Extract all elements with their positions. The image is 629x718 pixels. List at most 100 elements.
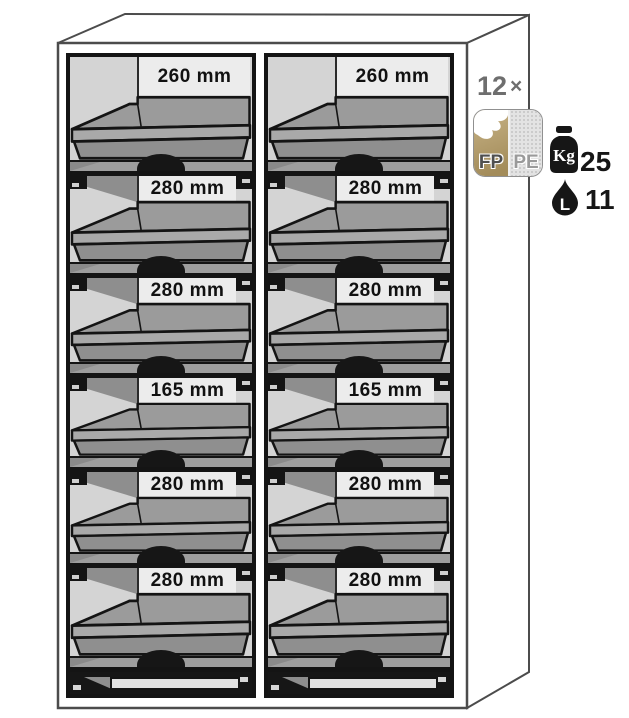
compartment-header: 260 mm bbox=[70, 57, 252, 97]
shelf-divider bbox=[70, 467, 252, 472]
pullout-tray-icon bbox=[268, 95, 450, 160]
tray-height-label: 280 mm bbox=[348, 474, 423, 495]
height-label-panel: 280 mm bbox=[137, 568, 236, 594]
shelf-underside bbox=[87, 278, 137, 304]
pullout-tray-icon bbox=[268, 402, 450, 456]
shelf-underside bbox=[285, 176, 335, 202]
shelf-underside bbox=[87, 176, 137, 202]
height-label-panel: 165 mm bbox=[335, 378, 434, 404]
shelf-bracket-left-icon bbox=[70, 378, 87, 391]
compartment-header: 280 mm bbox=[70, 176, 252, 202]
shelf-bracket-right-icon bbox=[235, 472, 252, 485]
pullout-tray-icon bbox=[70, 200, 252, 262]
shelf-divider bbox=[70, 563, 252, 568]
material-pe-half: PE bbox=[508, 110, 542, 176]
tray-height-label: 165 mm bbox=[348, 380, 423, 401]
shelf-underside bbox=[285, 472, 335, 498]
bracket-mark-right-icon bbox=[239, 677, 248, 682]
height-label-panel: 280 mm bbox=[335, 278, 434, 304]
material-fp-half: FP bbox=[474, 110, 509, 176]
shelf-divider bbox=[268, 667, 450, 672]
pullout-tray-graphic bbox=[70, 95, 252, 160]
shelf-bracket-right-icon bbox=[235, 378, 252, 391]
compartment-header: 280 mm bbox=[268, 176, 450, 202]
tray-height-label: 280 mm bbox=[348, 178, 423, 199]
bottom-plinth bbox=[268, 672, 450, 694]
shelf-bracket-right-icon bbox=[235, 568, 252, 581]
pullout-tray-graphic bbox=[70, 200, 252, 262]
tray-count-number: 12 bbox=[477, 71, 508, 101]
pullout-tray-icon bbox=[268, 592, 450, 656]
shelf-bracket-left-icon bbox=[70, 176, 87, 189]
shelf-bracket-left-icon bbox=[268, 568, 285, 581]
pullout-tray-icon bbox=[268, 496, 450, 552]
pullout-tray-graphic bbox=[268, 402, 450, 456]
shelf-bracket-right-icon bbox=[235, 176, 252, 189]
pullout-tray-icon bbox=[70, 496, 252, 552]
paint-splash-icon bbox=[474, 110, 509, 139]
pullout-tray-icon bbox=[70, 592, 252, 656]
pullout-tray-icon bbox=[70, 402, 252, 456]
material-pe-label: PE bbox=[513, 152, 539, 173]
tray-height-label: 280 mm bbox=[348, 570, 423, 591]
shelf-divider bbox=[268, 467, 450, 472]
tray-height-label: 165 mm bbox=[150, 380, 225, 401]
tray-handle bbox=[137, 356, 185, 373]
tray-handle bbox=[137, 650, 185, 667]
pullout-tray-graphic bbox=[70, 592, 252, 656]
material-badge: FP PE bbox=[473, 109, 543, 177]
compartment-header: 280 mm bbox=[268, 568, 450, 594]
shelf-bracket-right-icon bbox=[433, 176, 450, 189]
shelf-bracket-left-icon bbox=[70, 472, 87, 485]
tray-height-label: 280 mm bbox=[150, 570, 225, 591]
cabinet-column-left: 260 mm 280 mm bbox=[66, 53, 256, 698]
shelf-underside bbox=[285, 568, 335, 594]
tray-compartment: 280 mm bbox=[70, 176, 252, 278]
tray-handle bbox=[335, 356, 383, 373]
tray-height-label: 280 mm bbox=[150, 474, 225, 495]
tray-handle bbox=[137, 546, 185, 563]
shelf-underside bbox=[87, 568, 137, 594]
tray-handle bbox=[335, 650, 383, 667]
shelf-divider bbox=[70, 373, 252, 378]
tray-height-label: 280 mm bbox=[150, 178, 225, 199]
pullout-tray-graphic bbox=[268, 592, 450, 656]
tray-handle bbox=[137, 450, 185, 467]
shelf-bracket-left-icon bbox=[70, 568, 87, 581]
height-label-panel: 280 mm bbox=[137, 278, 236, 304]
shelf-divider bbox=[70, 273, 252, 278]
kick-plate bbox=[110, 677, 240, 690]
bracket-mark-right-icon bbox=[437, 677, 446, 682]
height-label-panel: 280 mm bbox=[335, 568, 434, 594]
tray-handle bbox=[335, 154, 383, 171]
tray-compartment: 260 mm bbox=[268, 57, 450, 176]
bottom-plinth bbox=[70, 672, 252, 694]
pullout-tray-graphic bbox=[70, 402, 252, 456]
height-label-panel: 260 mm bbox=[137, 57, 250, 97]
bracket-mark-left-icon bbox=[271, 685, 279, 690]
compartment-header: 165 mm bbox=[70, 378, 252, 404]
tray-compartment: 165 mm bbox=[268, 378, 450, 472]
tray-count: 12× bbox=[477, 72, 535, 101]
shelf-bracket-right-icon bbox=[433, 378, 450, 391]
shelf-bracket-left-icon bbox=[268, 176, 285, 189]
pullout-tray-icon bbox=[70, 302, 252, 362]
shelf-bracket-left-icon bbox=[268, 472, 285, 485]
shelf-bracket-left-icon bbox=[268, 378, 285, 391]
shelf-divider bbox=[268, 273, 450, 278]
shelf-divider bbox=[268, 171, 450, 176]
pullout-tray-graphic bbox=[268, 496, 450, 552]
shelf-underside bbox=[87, 378, 137, 404]
shelf-bracket-left-icon bbox=[70, 278, 87, 291]
pullout-tray-graphic bbox=[268, 302, 450, 362]
tray-handle bbox=[335, 546, 383, 563]
tray-compartment: 280 mm bbox=[268, 568, 450, 672]
tray-compartment: 280 mm bbox=[70, 278, 252, 378]
pullout-tray-icon bbox=[268, 200, 450, 262]
shelf-underside bbox=[285, 278, 335, 304]
tray-height-label: 260 mm bbox=[355, 66, 430, 87]
compartment-header: 280 mm bbox=[268, 472, 450, 498]
height-label-panel: 280 mm bbox=[137, 176, 236, 202]
pullout-tray-icon bbox=[268, 302, 450, 362]
